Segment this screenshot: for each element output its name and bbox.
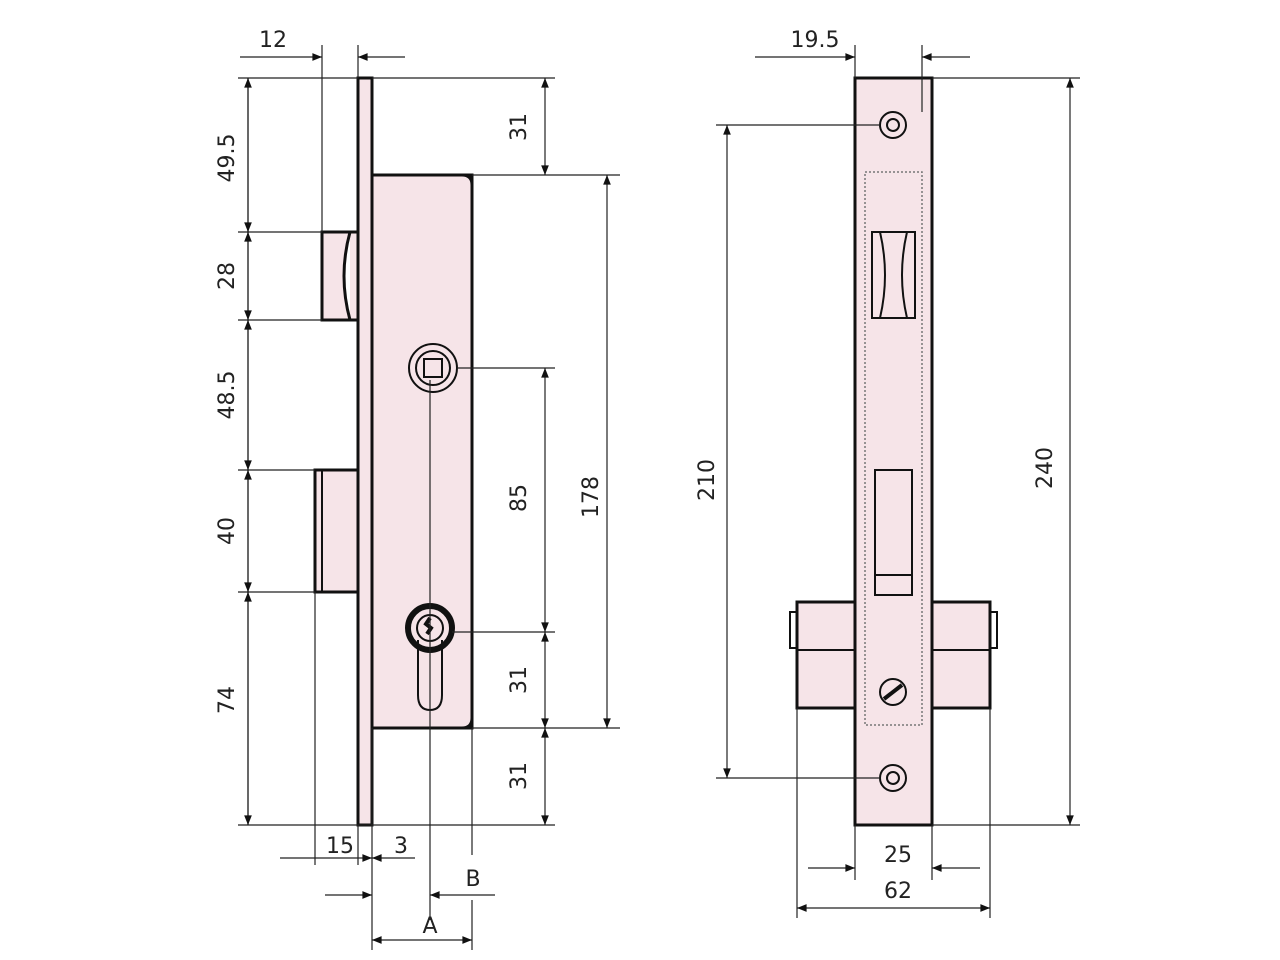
front-view: 210 240 19.5 25 62 <box>695 28 1080 918</box>
dim-12: 12 <box>259 28 287 53</box>
latch <box>320 230 360 322</box>
dim-74: 74 <box>215 686 240 714</box>
cylinder-screw-icon <box>879 678 907 706</box>
latch-slot <box>871 231 916 319</box>
dim-15: 15 <box>326 834 354 859</box>
dim-210: 210 <box>695 459 720 501</box>
dim-62: 62 <box>884 879 912 904</box>
dim-85: 85 <box>507 484 532 512</box>
side-view: 49.5 28 48.5 40 74 12 31 85 31 31 178 15… <box>215 28 620 950</box>
dim-19-5: 19.5 <box>791 28 840 53</box>
dim-a: A <box>422 914 437 939</box>
bolt-slot <box>874 469 913 596</box>
dim-25: 25 <box>884 843 912 868</box>
dim-b: B <box>465 867 480 892</box>
case-outline <box>864 171 923 726</box>
faceplate <box>356 76 374 827</box>
dim-3: 3 <box>394 834 408 859</box>
dim-31-mid: 31 <box>507 666 532 694</box>
front-faceplate <box>853 76 934 827</box>
dim-31-top: 31 <box>507 113 532 141</box>
dim-28: 28 <box>215 262 240 290</box>
dim-31-bottom: 31 <box>507 762 532 790</box>
dim-48-5: 48.5 <box>215 371 240 420</box>
dim-49-5: 49.5 <box>215 134 240 183</box>
dim-40: 40 <box>215 517 240 545</box>
dim-240: 240 <box>1033 447 1058 489</box>
dim-178: 178 <box>579 476 604 518</box>
